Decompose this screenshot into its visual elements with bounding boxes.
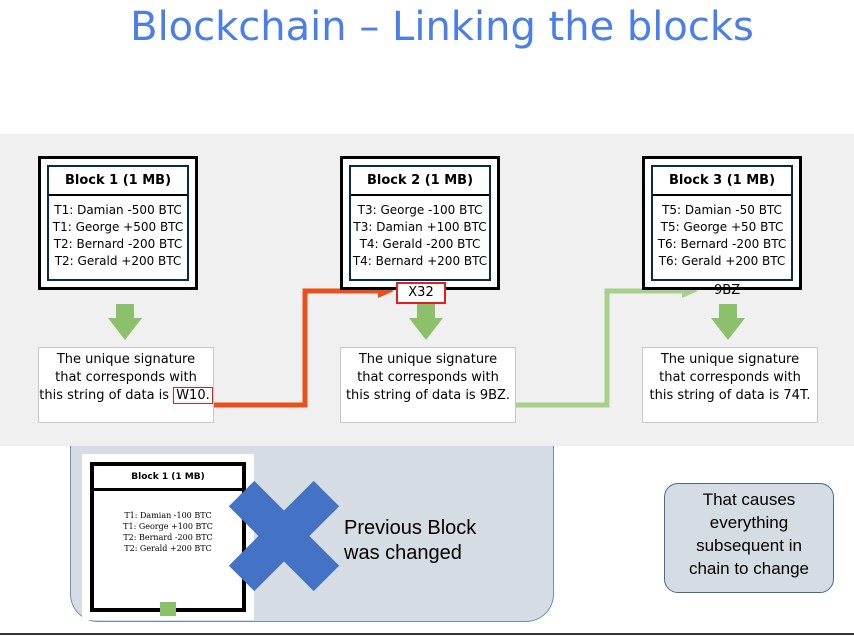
block-1: Block 1 (1 MB) T1: Damian -500 BTC T1: G… (38, 156, 198, 290)
transaction-line: T1: George +100 BTC (123, 522, 213, 531)
bottom-divider (0, 633, 854, 635)
previous-hash-box: X32 (396, 282, 446, 304)
transaction-line: T4: Bernard +200 BTC (352, 254, 488, 268)
signature-line: that corresponds with (55, 370, 197, 385)
signature-line: that corresponds with (357, 370, 499, 385)
transaction-list: T5: Damian -50 BTC T5: George +50 BTC T6… (653, 202, 791, 270)
signature-line: that corresponds with (659, 370, 801, 385)
block-title: Block 2 (1 MB) (351, 173, 489, 196)
signature-box-3: The unique signature that corresponds wi… (642, 347, 818, 423)
down-arrow-icon (409, 304, 443, 340)
consequence-line: That causes (702, 490, 796, 509)
transaction-line: T1: Damian -500 BTC (54, 203, 182, 217)
transaction-line: T1: Damian -100 BTC (124, 511, 212, 520)
transaction-line: T2: Bernard -200 BTC (53, 237, 183, 251)
consequence-line: everything (709, 513, 789, 532)
block-title: Block 1 (1 MB) (49, 173, 187, 196)
transaction-line: T3: Damian +100 BTC (353, 220, 487, 234)
transaction-line: T5: George +50 BTC (660, 220, 784, 234)
signature-line: this string of data is W10. (39, 387, 213, 405)
consequence-line: chain to change (688, 559, 810, 578)
signature-box-2: The unique signature that corresponds wi… (340, 347, 516, 423)
block-3-frame: Block 3 (1 MB) T5: Damian -50 BTC T5: Ge… (651, 165, 793, 281)
signature-line: The unique signature (358, 352, 498, 367)
previous-block-line: was changed (344, 542, 462, 564)
signature-box-1: The unique signature that corresponds wi… (38, 347, 214, 423)
transaction-line: T2: Bernard -200 BTC (123, 533, 213, 542)
signature-hash-highlight: W10. (173, 387, 213, 404)
signature-line: The unique signature (660, 352, 800, 367)
transaction-line: T2: Gerald +200 BTC (54, 254, 182, 268)
signature-line-text: this string of data is (39, 388, 170, 403)
transaction-line: T3: George -100 BTC (357, 203, 483, 217)
signature-line: The unique signature (56, 352, 196, 367)
block-2-frame: Block 2 (1 MB) T3: George -100 BTC T3: D… (349, 165, 491, 281)
consequence-box: That causes everything subsequent in cha… (664, 483, 834, 593)
block-3: Block 3 (1 MB) T5: Damian -50 BTC T5: Ge… (642, 156, 802, 290)
page-title: Blockchain – Linking the blocks (130, 4, 754, 50)
transaction-line: T6: Bernard -200 BTC (657, 237, 787, 251)
transaction-line: T5: Damian -50 BTC (662, 203, 782, 217)
transaction-line: T6: Gerald +200 BTC (658, 254, 786, 268)
signature-line: this string of data is 9BZ. (345, 388, 511, 403)
changed-block: Block 1 (1 MB) T1: Damian -100 BTC T1: G… (82, 454, 254, 620)
transaction-list: T1: Damian -500 BTC T1: George +500 BTC … (49, 202, 187, 270)
changed-block-title: Block 1 (1 MB) (94, 466, 242, 491)
block-2: Block 2 (1 MB) T3: George -100 BTC T3: D… (340, 156, 500, 290)
block-title: Block 3 (1 MB) (653, 173, 791, 196)
transaction-line: T2: Gerald +200 BTC (124, 544, 212, 553)
block-1-frame: Block 1 (1 MB) T1: Damian -500 BTC T1: G… (47, 165, 189, 281)
transaction-list: T3: George -100 BTC T3: Damian +100 BTC … (351, 202, 489, 270)
previous-block-text: Previous Block was changed (344, 516, 476, 566)
transaction-line: T1: George +500 BTC (52, 220, 184, 234)
signature-line: this string of data is 74T. (649, 388, 811, 403)
previous-hash-text: 9BZ (714, 283, 741, 298)
consequence-line: subsequent in (696, 536, 802, 555)
previous-block-line: Previous Block (344, 517, 477, 539)
down-arrow-icon (108, 304, 142, 340)
down-arrow-stub (160, 602, 176, 616)
changed-transaction-list: T1: Damian -100 BTC T1: George +100 BTC … (94, 510, 242, 554)
down-arrow-icon (711, 304, 745, 340)
cross-icon (228, 480, 340, 592)
transaction-line: T4: Gerald -200 BTC (359, 237, 481, 251)
